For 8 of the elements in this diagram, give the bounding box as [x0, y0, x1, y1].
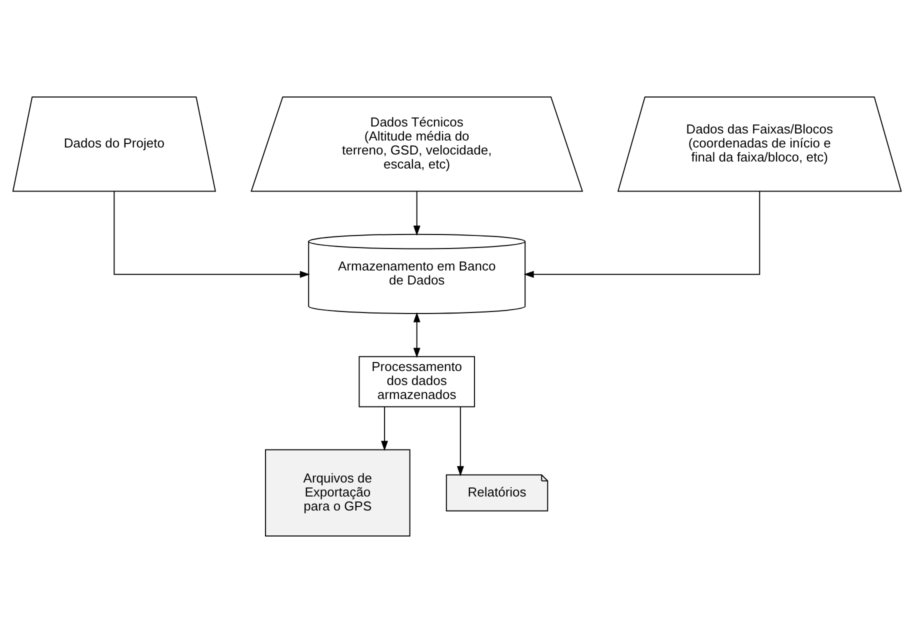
node-box: Arquivos de Exportação para o GPS — [265, 448, 410, 536]
arrow — [413, 312, 420, 358]
arrow — [456, 406, 464, 476]
arrow — [114, 190, 310, 278]
arrow — [381, 406, 388, 450]
arrow — [524, 190, 760, 278]
arrow — [413, 190, 420, 236]
node-box: Processamento dos dados armazenados — [358, 356, 475, 407]
